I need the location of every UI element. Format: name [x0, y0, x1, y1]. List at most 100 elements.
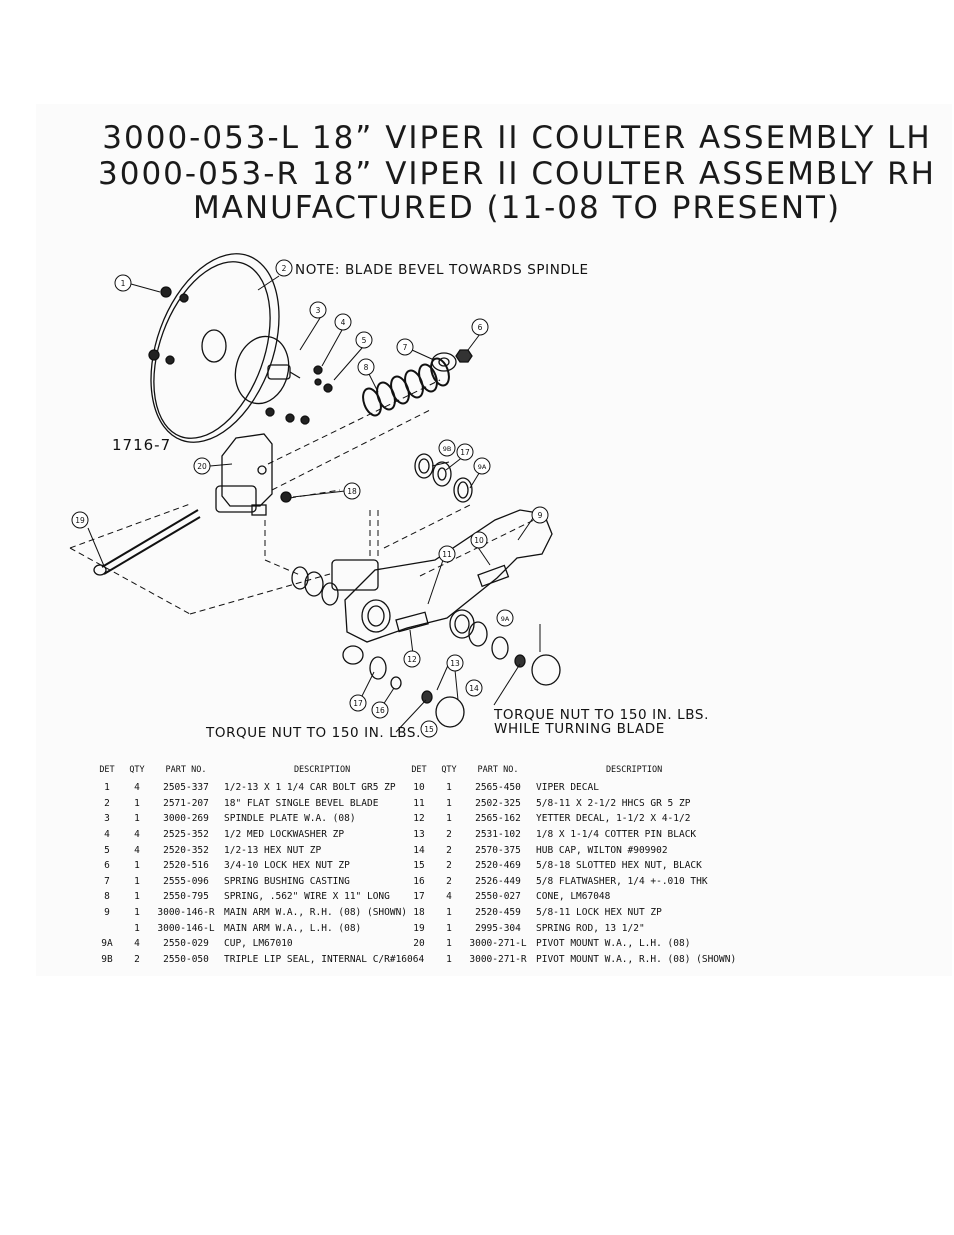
title-line-right-assembly: 3000-053-R 18” VIPER II COULTER ASSEMBLY… [98, 156, 936, 192]
blade-drawing [150, 253, 280, 443]
cell-det: 2 [104, 797, 110, 809]
cell-description: 18" FLAT SINGLE BEVEL BLADE [224, 797, 379, 809]
callout-16: 16 [371, 701, 389, 719]
cell-description: 1/2-13 HEX NUT ZP [224, 844, 322, 856]
parts-table-left-header: DET QTY PART NO. DESCRIPTION [92, 760, 424, 780]
cell-det: 17 [413, 891, 425, 903]
header-det: DET [411, 765, 427, 775]
svg-text:3: 3 [316, 306, 321, 315]
title-line-left-assembly: 3000-053-L 18” VIPER II COULTER ASSEMBLY… [102, 120, 932, 156]
cell-description: 5/8 FLATWASHER, 1/4 +-.010 THK [536, 875, 708, 887]
cell-part-no: 2571-207 [163, 797, 209, 809]
cell-qty: 2 [446, 875, 452, 887]
cell-part-no: 2570-375 [475, 844, 521, 856]
pivot-mount-drawing [215, 433, 273, 516]
svg-text:20: 20 [197, 462, 207, 471]
cell-qty: 1 [134, 907, 140, 919]
callout-17-upper: 17 [456, 443, 474, 461]
header-description: DESCRIPTION [293, 765, 351, 775]
cell-qty: 4 [134, 938, 140, 950]
svg-text:14: 14 [469, 684, 479, 693]
callout-12: 12 [403, 650, 421, 668]
cell-qty: 4 [134, 829, 140, 841]
cell-qty: 2 [446, 860, 452, 872]
svg-text:9A: 9A [501, 615, 510, 623]
cell-description: SPRING ROD, 13 1/2" [536, 922, 645, 934]
cell-det [92, 920, 122, 936]
svg-text:18: 18 [347, 487, 357, 496]
callout-2: 2 [275, 259, 293, 277]
cell-qty: 1 [446, 782, 452, 794]
torque-note-hub-line1: TORQUE NUT TO 150 IN. LBS. [494, 707, 709, 723]
note-blade-bevel: NOTE: BLADE BEVEL TOWARDS SPINDLE [295, 262, 589, 278]
cell-description: VIPER DECAL [536, 782, 599, 794]
svg-text:1: 1 [121, 279, 126, 288]
cell-description: 3/4-10 LOCK HEX NUT ZP [224, 860, 350, 872]
cell-description: 1/2-13 X 1 1/4 CAR BOLT GR5 ZP [224, 782, 396, 794]
cell-det: 8 [104, 891, 110, 903]
cell-part-no: 3000-271-R [469, 953, 527, 965]
cell-description: PIVOT MOUNT W.A., R.H. (08) (SHOWN) [536, 953, 737, 965]
svg-text:4: 4 [341, 318, 346, 327]
cell-part-no: 3000-146-L [157, 922, 215, 934]
lower-bearings-drawing [291, 566, 561, 728]
cell-part-no: 2995-304 [475, 922, 521, 934]
cell-part-no: 2526-449 [475, 875, 521, 887]
cell-part-no: 2550-027 [475, 891, 521, 903]
svg-text:16: 16 [375, 706, 385, 715]
cell-det: 15 [413, 860, 425, 872]
cell-qty: 2 [446, 829, 452, 841]
cell-description: TRIPLE LIP SEAL, INTERNAL C/R#16064 [224, 953, 425, 965]
cell-description: 5/8-11 X 2-1/2 HHCS GR 5 ZP [536, 797, 691, 809]
cell-det [404, 952, 434, 968]
cell-part-no: 2520-459 [475, 907, 521, 919]
parts-table-right-header: DET QTY PART NO. DESCRIPTION [404, 760, 736, 780]
cell-description: MAIN ARM W.A., L.H. (08) [224, 922, 362, 934]
callout-3: 3 [309, 301, 327, 319]
cell-qty: 2 [446, 844, 452, 856]
svg-text:12: 12 [407, 655, 417, 664]
cell-part-no: 3000-271-L [469, 938, 527, 950]
callout-14: 14 [465, 679, 483, 697]
table-row: 1 3000-271-R PIVOT MOUNT W.A., R.H. (08) (… [404, 952, 736, 968]
svg-text:6: 6 [478, 323, 483, 332]
cell-qty: 1 [446, 953, 452, 965]
cell-qty: 4 [134, 844, 140, 856]
cell-det: 16 [413, 875, 425, 887]
cell-qty: 1 [134, 813, 140, 825]
cell-det: 9B [101, 953, 113, 965]
callout-13: 13 [446, 654, 464, 672]
svg-text:9B: 9B [443, 445, 452, 453]
callout-9a-upper: 9A [473, 457, 491, 475]
cell-part-no: 2502-325 [475, 797, 521, 809]
callout-1: 1 [114, 274, 132, 292]
cell-det: 13 [413, 829, 425, 841]
svg-text:11: 11 [442, 550, 452, 559]
cell-part-no: 2505-337 [163, 782, 209, 794]
cell-description: SPINDLE PLATE W.A. (08) [224, 813, 356, 825]
cell-qty: 1 [134, 875, 140, 887]
callout-4: 4 [334, 313, 352, 331]
spindle-plate-drawing [234, 335, 301, 405]
cell-description: 1/2 MED LOCKWASHER ZP [224, 829, 345, 841]
cell-description: 5/8-11 LOCK HEX NUT ZP [536, 907, 662, 919]
torque-note-hub-line2: WHILE TURNING BLADE [494, 721, 665, 737]
cell-description: MAIN ARM W.A., R.H. (08) (SHOWN) [224, 907, 408, 919]
cell-part-no: 2550-795 [163, 891, 209, 903]
cell-description: 1/8 X 1-1/4 COTTER PIN BLACK [536, 829, 697, 841]
header-part-no: PART NO. [477, 765, 519, 775]
cell-det: 20 [413, 938, 425, 950]
cell-description: 5/8-18 SLOTTED HEX NUT, BLACK [536, 860, 702, 872]
cell-description: CUP, LM67010 [224, 938, 293, 950]
cell-part-no: 2531-102 [475, 829, 521, 841]
svg-text:9: 9 [538, 511, 543, 520]
cell-qty: 4 [446, 891, 452, 903]
cell-part-no: 2550-050 [163, 953, 209, 965]
